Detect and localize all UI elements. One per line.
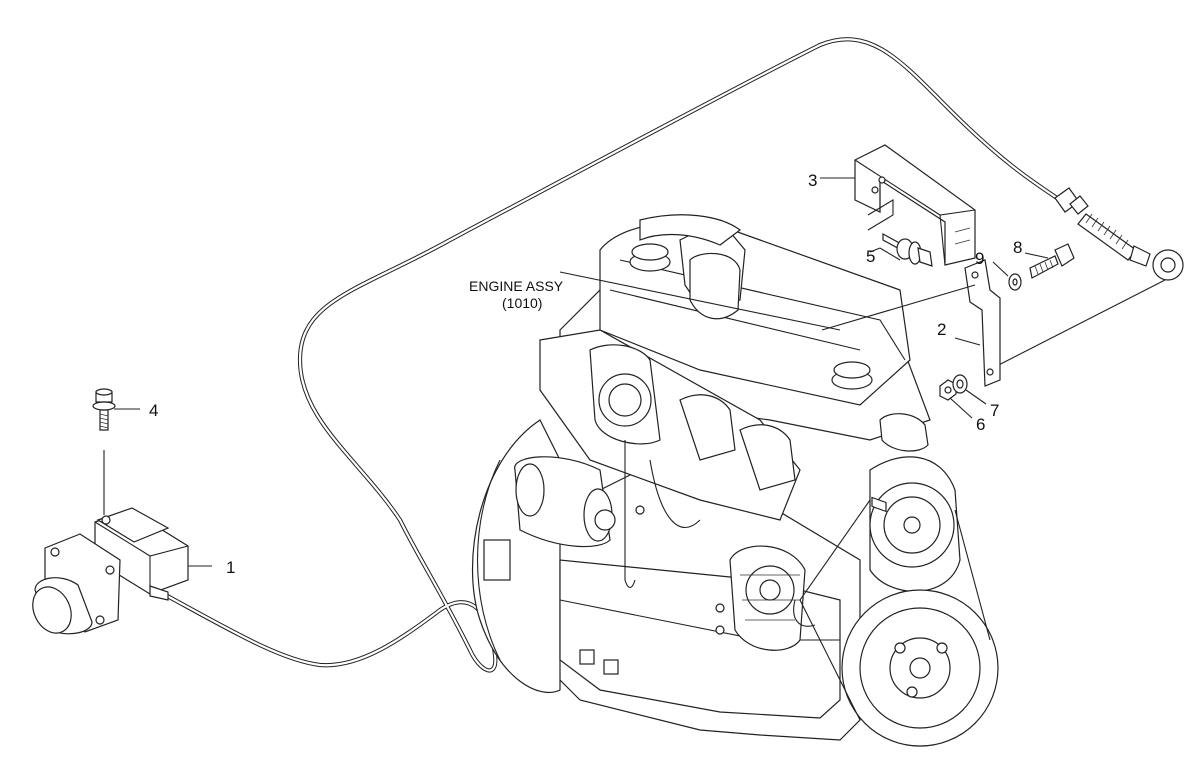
callout-8: 8 [1013, 238, 1022, 257]
bolt-8 [1024, 243, 1075, 279]
bolt-4 [92, 388, 140, 515]
callout-2: 2 [937, 320, 946, 339]
engine-label-line2: (1010) [502, 295, 542, 311]
cable-end-fitting [984, 187, 1184, 373]
washer-9 [992, 261, 1022, 291]
callout-6: 6 [976, 415, 985, 434]
engine-assembly [471, 214, 999, 747]
bracket-2 [821, 259, 1001, 387]
bolt-5 [869, 232, 933, 267]
washer-7 [952, 374, 987, 405]
callout-3: 3 [808, 171, 817, 190]
callout-5: 5 [866, 247, 875, 266]
engine-label-line1: ENGINE ASSY [469, 278, 564, 294]
callout-9: 9 [975, 249, 984, 268]
cover-3 [820, 144, 976, 513]
accelerator-unit [32, 507, 212, 635]
callout-7: 7 [990, 401, 999, 420]
callout-4: 4 [149, 401, 158, 420]
engine-leader [559, 271, 841, 331]
throttle-cable [157, 37, 1063, 673]
nut-6 [939, 379, 973, 419]
callout-1: 1 [226, 558, 235, 577]
